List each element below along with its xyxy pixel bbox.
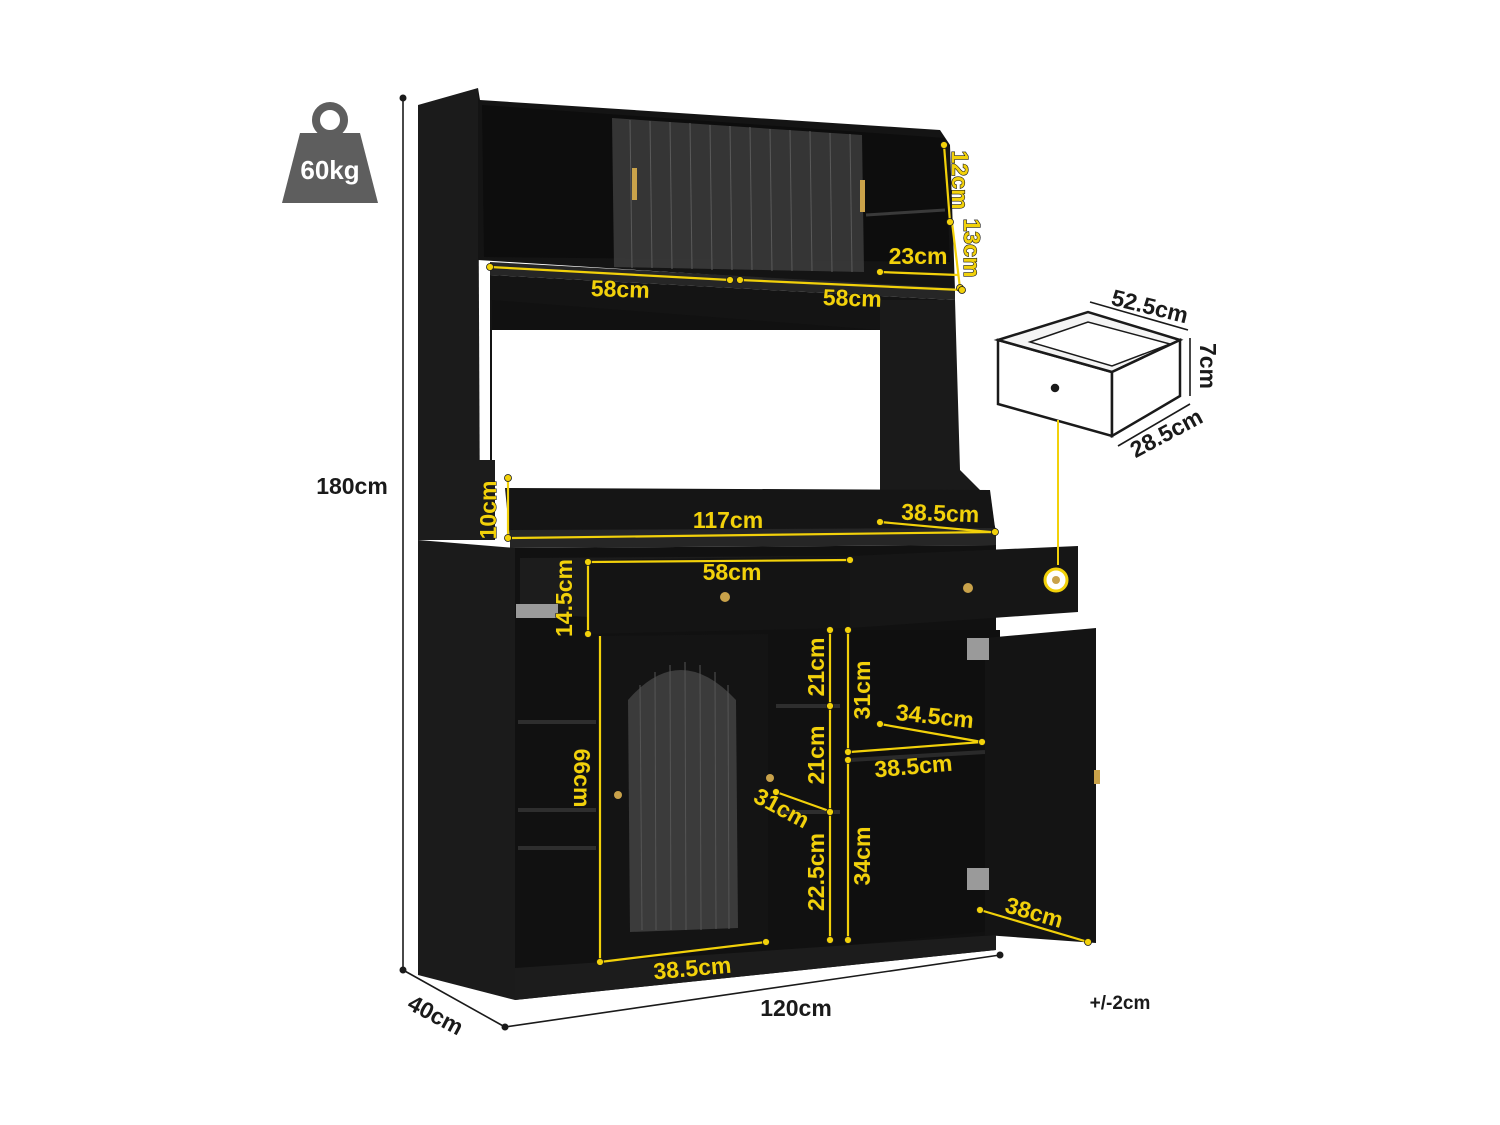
overall-depth-label: 40cm (404, 990, 468, 1041)
countertop-width-label: 117cm (693, 507, 763, 533)
right-compartment-width-label: 58cm (822, 284, 882, 312)
countertop (505, 488, 996, 540)
overall-dimension-dots (399, 94, 1004, 1031)
glass-door-handle-left (632, 168, 637, 200)
drawer-front-height-label: 14.5cm (551, 559, 577, 637)
weight-label: 60kg (300, 155, 359, 185)
drawer-inset-dimension-lines (1089, 301, 1191, 447)
cabinet-illustration (418, 88, 1100, 1000)
yellow-dimension-lines (489, 144, 1089, 964)
side-shelf-depth-label: 23cm (889, 243, 948, 269)
right-lower-height-label: 34cm (849, 827, 875, 886)
left-compartment-width-label: 58cm (590, 275, 650, 303)
right-cabinet-door (985, 628, 1096, 943)
drawer-left-knob (720, 592, 730, 602)
drawer-inner-height-label: 7cm (1195, 343, 1221, 389)
hutch-glass-door (612, 118, 864, 272)
open-wall-opening (492, 330, 880, 480)
overall-height-label: 180cm (316, 473, 388, 499)
weight-icon (282, 102, 378, 203)
middle-shelf-mid-label: 21cm (803, 726, 829, 785)
open-shelf-height-label: 13cm (959, 219, 985, 278)
overall-width-label: 120cm (760, 995, 832, 1021)
base-cabinet-side (418, 540, 515, 1000)
countertop-depth-label: 38.5cm (901, 499, 980, 528)
backsplash-height-label: 10cm (475, 481, 501, 540)
tolerance-label: +/-2cm (1090, 993, 1151, 1014)
right-upper-height-label: 31cm (849, 661, 875, 720)
overall-dimension-lines (402, 98, 1001, 1028)
drawer-right-knob (963, 583, 973, 593)
door-height-label: 66cm (569, 749, 595, 808)
door-width-label: 38.5cm (652, 952, 732, 985)
glass-section-height-label: 12cm (947, 151, 973, 210)
glass-door-handle-right (860, 180, 865, 212)
middle-shelf-bottom-label: 22.5cm (803, 833, 829, 911)
middle-shelf-top-label: 21cm (803, 638, 829, 697)
drawer-front-width-label: 58cm (703, 559, 762, 585)
yellow-dimension-dots (486, 141, 1092, 966)
hutch-left-side (418, 88, 480, 540)
drawer-inset-illustration (993, 310, 1184, 565)
